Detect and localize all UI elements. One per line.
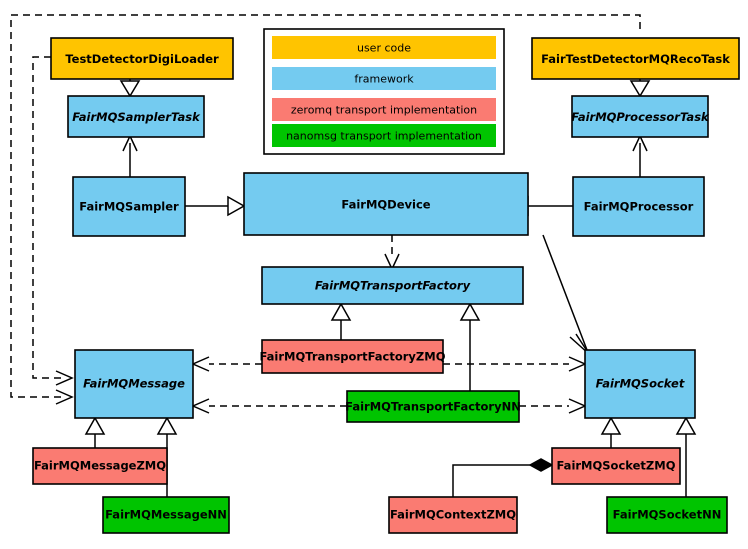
node-label-fairmq-message: FairMQMessage — [83, 377, 185, 391]
legend-label-framework: framework — [354, 73, 414, 86]
node-label-fairmq-socket: FairMQSocket — [596, 377, 685, 391]
node-fairmq-context-zmq[interactable]: FairMQContextZMQ — [388, 496, 518, 534]
node-fairmq-sampler[interactable]: FairMQSampler — [72, 176, 186, 237]
edge-device-socket — [542, 234, 588, 351]
node-label-fairmq-sampler-task: FairMQSamplerTask — [72, 110, 201, 124]
node-label-fair-test-detector-mq-reco-task: FairTestDetectorMQRecoTask — [541, 52, 730, 66]
node-box — [102, 496, 230, 534]
node-label-fairmq-socket-zmq: FairMQSocketZMQ — [557, 459, 676, 473]
node-fairmq-message-nn[interactable]: FairMQMessageNN — [102, 496, 230, 534]
node-fairmq-socket-zmq[interactable]: FairMQSocketZMQ — [551, 447, 681, 485]
node-fairmq-device[interactable]: FairMQDevice — [243, 172, 529, 236]
node-fairmq-socket[interactable]: FairMQSocket — [584, 349, 696, 419]
node-label-fairmq-device: FairMQDevice — [341, 198, 430, 212]
arrowhead-hollow-triangle — [156, 416, 178, 435]
node-fairmq-message[interactable]: FairMQMessage — [74, 349, 194, 419]
legend-swatch-user-code — [272, 36, 496, 59]
user-code-dependency-routes — [10, 14, 641, 405]
node-box — [261, 339, 444, 374]
node-label-fairmq-transport-factory: FairMQTransportFactory — [315, 279, 471, 293]
edge-reco-task-to-message — [10, 14, 641, 398]
node-fairmq-transport-factory[interactable]: FairMQTransportFactory — [261, 266, 524, 305]
node-fairmq-transport-factory-nn[interactable]: FairMQTransportFactoryNN — [345, 390, 521, 423]
arrowhead-hollow-triangle — [600, 416, 622, 435]
legend-label-user-code: user code — [357, 42, 411, 55]
arrowhead-hollow-triangle — [330, 302, 352, 321]
arrowhead-open — [55, 370, 74, 386]
node-test-detector-digi-loader[interactable]: TestDetectorDigiLoader — [50, 37, 234, 80]
node-box — [74, 349, 194, 419]
node-label-fairmq-socket-nn: FairMQSocketNN — [613, 508, 722, 522]
node-label-fairmq-transport-factory-nn: FairMQTransportFactoryNN — [345, 400, 521, 414]
legend-item-zeromq: zeromq transport implementation — [272, 98, 496, 121]
node-fairmq-socket-nn[interactable]: FairMQSocketNN — [606, 496, 728, 534]
node-label-fairmq-processor-task: FairMQProcessorTask — [571, 110, 710, 124]
node-box — [50, 37, 234, 80]
node-label-fairmq-sampler: FairMQSampler — [79, 200, 179, 214]
nodes-layer: TestDetectorDigiLoader FairMQSamplerTask… — [32, 37, 740, 534]
node-label-fairmq-transport-factory-zmq: FairMQTransportFactoryZMQ — [259, 350, 445, 364]
node-box — [571, 95, 709, 138]
arrowhead-hollow-triangle — [459, 302, 481, 321]
node-label-test-detector-digi-loader: TestDetectorDigiLoader — [65, 52, 219, 66]
legend: user code framework zeromq transport imp… — [263, 28, 505, 155]
legend-label-nanomsg: nanomsg transport implementation — [286, 130, 482, 143]
legend-item-framework: framework — [272, 67, 496, 90]
legend-swatch-framework — [272, 67, 496, 90]
node-label-fairmq-message-nn: FairMQMessageNN — [105, 508, 227, 522]
node-label-fairmq-processor: FairMQProcessor — [584, 200, 694, 214]
node-box — [32, 447, 168, 485]
node-fair-test-detector-mq-reco-task[interactable]: FairTestDetectorMQRecoTask — [531, 37, 740, 80]
node-box — [67, 95, 205, 138]
arrowhead-hollow-triangle — [675, 416, 697, 435]
arrowhead-hollow-triangle — [629, 80, 651, 98]
legend-swatch-zeromq — [272, 98, 496, 121]
arrowhead-hollow-triangle — [119, 80, 141, 98]
edge-digi-loader-to-message — [32, 56, 64, 379]
arrowhead-hollow-triangle — [227, 195, 246, 217]
node-fairmq-sampler-task[interactable]: FairMQSamplerTask — [67, 95, 205, 138]
node-box — [531, 37, 740, 80]
legend-item-nanomsg: nanomsg transport implementation — [272, 124, 496, 147]
node-box — [551, 447, 681, 485]
arrowhead-hollow-triangle — [84, 416, 106, 435]
edge-contextzmq-socketzmq — [452, 464, 530, 497]
node-fairmq-transport-factory-zmq[interactable]: FairMQTransportFactoryZMQ — [259, 339, 446, 374]
node-label-fairmq-context-zmq: FairMQContextZMQ — [390, 508, 516, 522]
node-box — [72, 176, 186, 237]
node-box — [584, 349, 696, 419]
node-label-fairmq-message-zmq: FairMQMessageZMQ — [34, 459, 166, 473]
legend-swatch-nanomsg — [272, 124, 496, 147]
node-fairmq-processor-task[interactable]: FairMQProcessorTask — [571, 95, 710, 138]
arrowhead-open — [55, 389, 74, 405]
node-fairmq-message-zmq[interactable]: FairMQMessageZMQ — [32, 447, 168, 485]
node-box — [346, 390, 520, 423]
node-box — [388, 496, 518, 534]
node-box — [572, 176, 705, 237]
legend-label-zeromq: zeromq transport implementation — [291, 104, 477, 117]
node-box — [261, 266, 524, 305]
node-box — [606, 496, 728, 534]
node-box — [243, 172, 529, 236]
node-fairmq-processor[interactable]: FairMQProcessor — [572, 176, 705, 237]
legend-item-user-code: user code — [272, 36, 496, 59]
